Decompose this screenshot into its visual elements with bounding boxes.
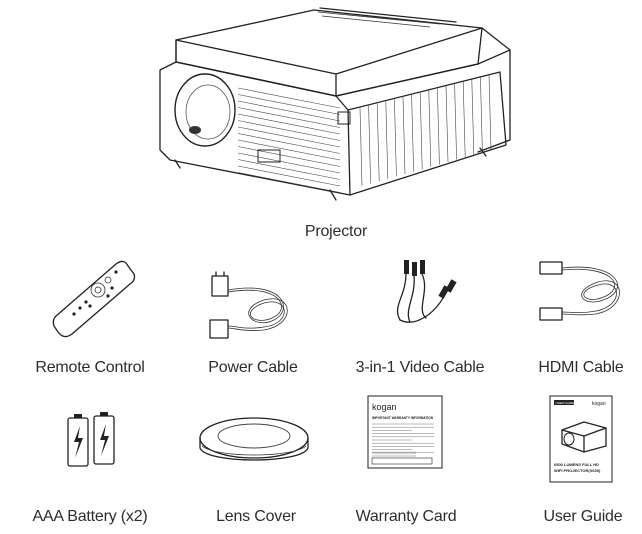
hdmi-cable-icon: [539, 261, 620, 321]
remote-control-label: Remote Control: [35, 359, 145, 376]
warranty-card-icon: kogan IMPORTANT WARRANTY INFORMATION: [367, 395, 443, 469]
battery-icon: [67, 412, 115, 467]
svg-text:IMPORTANT WARRANTY INFORMATION: IMPORTANT WARRANTY INFORMATION: [372, 416, 434, 420]
user-guide-icon: USER GUIDE kogan 6500 LUMENS FULL HD WIF…: [549, 395, 613, 483]
projector-label: Projector: [304, 223, 368, 240]
svg-text:USER GUIDE: USER GUIDE: [556, 401, 575, 405]
battery-label: AAA Battery (x2): [32, 508, 148, 525]
warranty-card-label: Warranty Card: [355, 508, 457, 525]
power-cable-label: Power Cable: [208, 359, 298, 376]
lens-cover-label: Lens Cover: [216, 508, 296, 525]
av-cable-label: 3-in-1 Video Cable: [355, 359, 485, 376]
svg-text:kogan: kogan: [592, 401, 606, 407]
projector-icon: [159, 7, 511, 201]
svg-text:WIFI PROJECTOR(X600): WIFI PROJECTOR(X600): [554, 468, 601, 473]
remote-control-icon: [52, 260, 136, 338]
hdmi-cable-label: HDMI Cable: [538, 359, 624, 376]
power-cable-icon: [209, 271, 288, 339]
user-guide-label: User Guide: [543, 508, 623, 525]
av-cable-icon: [396, 260, 457, 323]
svg-text:6500 LUMENS FULL HD: 6500 LUMENS FULL HD: [554, 462, 599, 467]
svg-text:kogan: kogan: [372, 402, 397, 412]
lens-cover-icon: [199, 417, 309, 461]
